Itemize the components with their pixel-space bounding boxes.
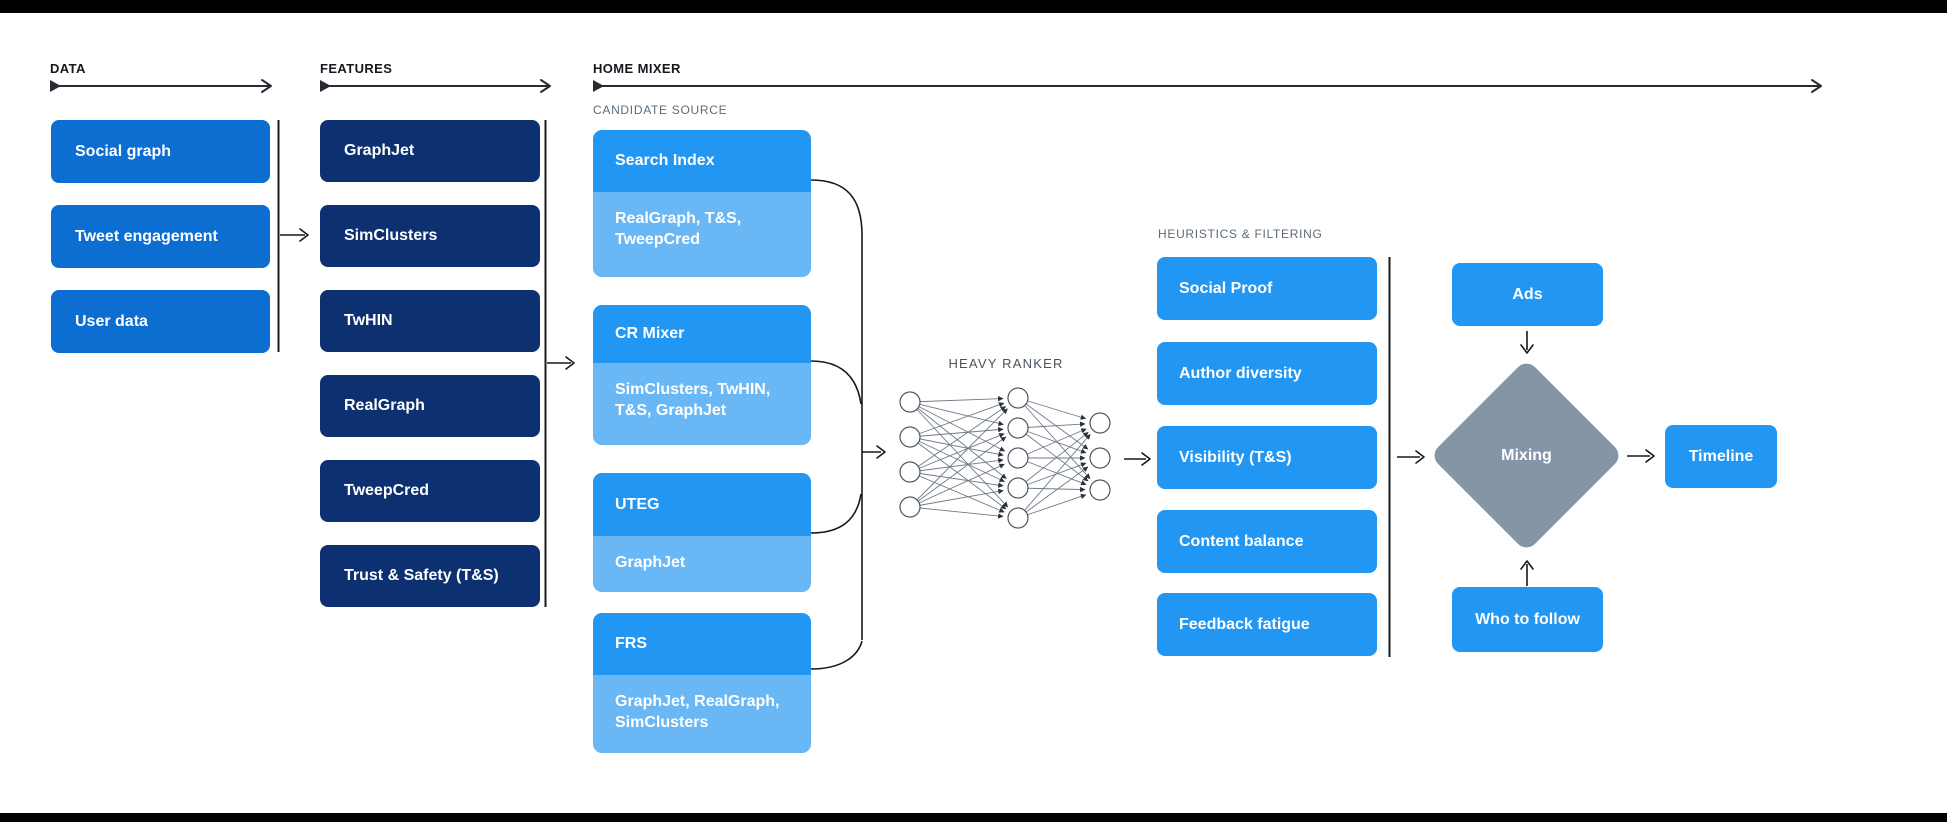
features-header-arrow [320,79,551,93]
candidate-sub-label: GraphJet [593,536,811,592]
nn-edge [909,436,1004,457]
nn-edge [909,401,1009,508]
data-to-features-arrow [280,228,309,242]
nn-edge [1017,457,1087,486]
ads-to-mixing-arrow [1520,331,1534,354]
candidate-main-label: CR Mixer [593,305,811,363]
nn-edge [1017,462,1087,489]
home-mixer-section-title: HOME MIXER [593,61,681,76]
feature-node-realgraph: RealGraph [320,375,540,437]
candidate-sub-label: RealGraph, T&S, TweepCred [593,192,811,277]
heuristics-title: HEURISTICS & FILTERING [1158,227,1323,241]
nn-edge [909,471,1004,488]
candidate-main-label: Search Index [593,130,811,192]
data-node-social-graph: Social graph [51,120,270,183]
ads-node: Ads [1452,263,1603,326]
candidate-sub-label: SimClusters, TwHIN, T&S, GraphJet [593,363,811,445]
home-mixer-header-arrow [593,79,1822,93]
nn-edge [1017,427,1089,482]
neural-network-icon [899,387,1111,529]
nn-edge [909,401,1006,452]
nn-node [1007,507,1029,529]
candidate-main-label: FRS [593,613,811,675]
nn-edge [1017,421,1086,429]
nn-node [1007,477,1029,499]
nn-edge [1017,486,1086,493]
nn-node [899,461,921,483]
ranker-to-heuristics-arrow [1124,452,1151,466]
nn-edge [1017,397,1087,420]
bottom-black-bar [0,813,1947,822]
nn-edge [1017,427,1087,454]
candidate-convergence-lines [810,179,886,670]
mixing-to-timeline-arrow [1627,449,1655,463]
mixing-label: Mixing [1501,446,1552,464]
heavy-ranker-title: HEAVY RANKER [948,356,1064,371]
nn-edge [1017,434,1091,519]
nn-edge [1017,397,1089,450]
nn-edge [909,401,1004,426]
features-to-home-mixer-arrow [547,356,575,370]
top-black-bar [0,0,1947,13]
candidate-group-cr-mixer: CR Mixer SimClusters, TwHIN, T&S, GraphJ… [593,305,811,445]
nn-edge [909,433,1005,473]
nn-edge [1017,431,1089,489]
nn-edge [909,406,1006,473]
candidate-source-title: CANDIDATE SOURCE [593,103,728,117]
nn-node [1089,412,1111,434]
nn-node [1007,447,1029,469]
nn-edge [909,426,1004,438]
nn-edge [1017,466,1089,519]
candidate-group-frs: FRS GraphJet, RealGraph, SimClusters [593,613,811,753]
data-node-tweet-engagement: Tweet engagement [51,205,270,268]
nn-node [899,426,921,448]
candidate-group-search-index: Search Index RealGraph, T&S, TweepCred [593,130,811,277]
nn-node [1089,447,1111,469]
nn-edge [1017,428,1087,459]
feature-node-tweepcred: TweepCred [320,460,540,522]
data-header-arrow [50,79,272,93]
nn-node [899,391,921,413]
nn-edge [909,436,1007,510]
nn-edge [909,408,1008,508]
nn-node [1007,417,1029,439]
data-node-user-data: User data [51,290,270,353]
nn-edge [1017,493,1087,519]
nn-edge [909,436,1007,508]
data-section-title: DATA [50,61,86,76]
heuristic-node-visibility: Visibility (T&S) [1157,426,1377,489]
nn-edge [909,471,1005,513]
feature-node-twhin: TwHIN [320,290,540,352]
who-to-follow-node: Who to follow [1452,587,1603,652]
heuristic-node-author-diversity: Author diversity [1157,342,1377,405]
nn-edge [909,396,1004,403]
nn-edge [1017,397,1091,480]
nn-edge [909,463,1005,508]
nn-node [899,496,921,518]
nn-node [1007,387,1029,409]
nn-node [1089,479,1111,501]
candidate-main-label: UTEG [593,473,811,536]
who-to-follow-to-mixing-arrow [1520,560,1534,586]
timeline-node: Timeline [1665,425,1777,488]
heuristic-node-social-proof: Social Proof [1157,257,1377,320]
features-section-title: FEATURES [320,61,393,76]
feature-node-trust-safety: Trust & Safety (T&S) [320,545,540,607]
heuristics-to-mixing-arrow [1397,450,1425,464]
nn-edge [909,457,1004,473]
feature-node-simclusters: SimClusters [320,205,540,267]
candidate-group-uteg: UTEG GraphJet [593,473,811,592]
nn-edge [909,488,1004,508]
heuristic-node-feedback-fatigue: Feedback fatigue [1157,593,1377,656]
feature-node-graphjet: GraphJet [320,120,540,182]
nn-edge [909,402,1005,438]
nn-edge [909,506,1004,519]
heuristic-node-content-balance: Content balance [1157,510,1377,573]
candidate-sub-label: GraphJet, RealGraph, SimClusters [593,675,811,753]
nn-edge [909,401,1007,480]
